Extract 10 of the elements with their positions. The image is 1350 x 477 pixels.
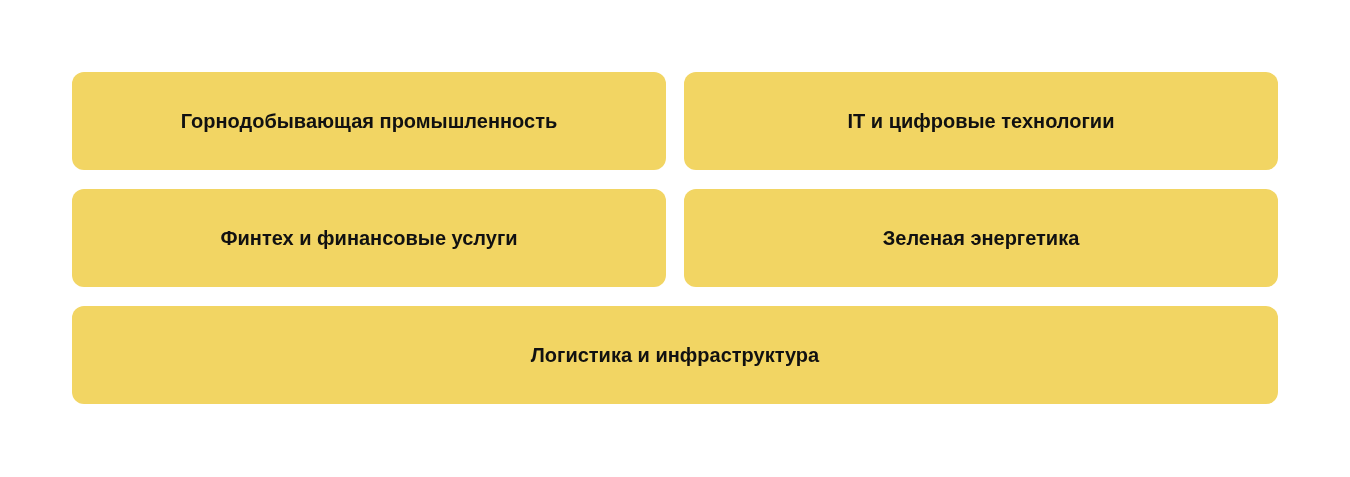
sector-label: Зеленая энергетика: [882, 226, 1080, 250]
sector-card: [72, 72, 666, 170]
sector-card: [72, 306, 1278, 404]
sector-label: Финтех и финансовые услуги: [220, 226, 518, 250]
sector-card: [684, 72, 1278, 170]
sector-card: [684, 189, 1278, 287]
sector-label: Горнодобывающая промышленность: [180, 109, 558, 133]
sector-card: [72, 189, 666, 287]
sector-label: IT и цифровые технологии: [847, 109, 1115, 133]
sector-label: Логистика и инфраструктура: [530, 343, 820, 367]
